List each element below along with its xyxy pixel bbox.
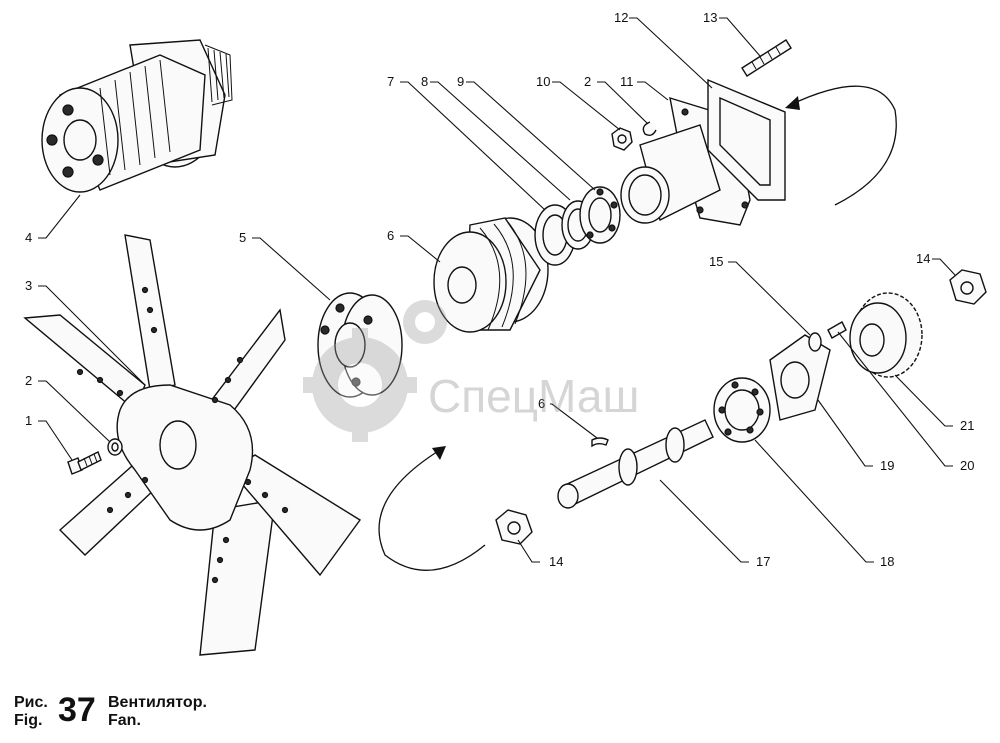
part-14-nut-lower	[495, 509, 533, 545]
callout-5: 5	[239, 230, 246, 245]
assembly-arrow-lower	[378, 446, 486, 571]
callout-2-top: 2	[584, 74, 591, 89]
part-21-gear	[849, 292, 923, 378]
part-2-lock-washer	[107, 438, 123, 456]
callout-12: 12	[614, 10, 628, 25]
leader-lines	[38, 17, 956, 563]
callout-8: 8	[421, 74, 428, 89]
part-6-pulley	[433, 217, 549, 333]
part-2-lock-washer-upper	[642, 121, 657, 137]
callout-19: 19	[880, 458, 894, 473]
callout-21: 21	[960, 418, 974, 433]
caption-title: Вентилятор. Fan.	[108, 694, 207, 730]
part-5-hub-flange	[317, 292, 403, 398]
callout-6-pulley: 6	[387, 228, 394, 243]
figure-caption: Рис. Fig. 37 Вентилятор. Fan.	[14, 690, 274, 734]
part-6-key	[591, 437, 609, 448]
part-15-washer	[808, 332, 822, 352]
part-14-nut-right	[949, 269, 987, 305]
caption-prefix-ru: Рис.	[14, 694, 48, 711]
assembly-arrow-top	[785, 85, 897, 206]
callout-13: 13	[703, 10, 717, 25]
caption-prefix-en: Fig.	[14, 712, 43, 729]
part-19-flange-plate	[769, 334, 831, 421]
part-12-gasket	[707, 78, 786, 201]
callout-20: 20	[960, 458, 974, 473]
callout-9: 9	[457, 74, 464, 89]
watermark-logo: СпецМаш	[303, 300, 639, 442]
caption-prefix: Рис. Fig.	[14, 694, 48, 730]
part-13-stud	[741, 39, 792, 77]
part-9-bearing	[579, 186, 621, 244]
part-10-nut	[611, 127, 633, 151]
callout-labels: 1 2 2 3 4 5 6 6 7 8 9 10 11 12 13 14 14 …	[25, 10, 974, 569]
part-18-bearing	[713, 377, 771, 443]
callout-14-right: 14	[916, 251, 930, 266]
part-4-hub-assembly	[41, 39, 233, 193]
callout-7: 7	[387, 74, 394, 89]
part-20-bolt	[827, 321, 847, 339]
callout-3: 3	[25, 278, 32, 293]
caption-title-en: Fan.	[108, 712, 141, 729]
callout-17: 17	[756, 554, 770, 569]
callout-6-key: 6	[538, 396, 545, 411]
callout-2-left: 2	[25, 373, 32, 388]
callout-11: 11	[620, 74, 634, 89]
callout-18: 18	[880, 554, 894, 569]
callout-15: 15	[709, 254, 723, 269]
caption-figure-number: 37	[58, 691, 96, 729]
part-17-shaft	[557, 419, 714, 509]
callout-4: 4	[25, 230, 32, 245]
part-3-fan-impeller	[23, 234, 362, 656]
caption-title-ru: Вентилятор.	[108, 694, 207, 711]
callout-1: 1	[25, 413, 32, 428]
part-1-bolt	[67, 451, 102, 475]
callout-14-lower: 14	[549, 554, 563, 569]
callout-10: 10	[536, 74, 550, 89]
watermark-text: СпецМаш	[428, 370, 639, 422]
